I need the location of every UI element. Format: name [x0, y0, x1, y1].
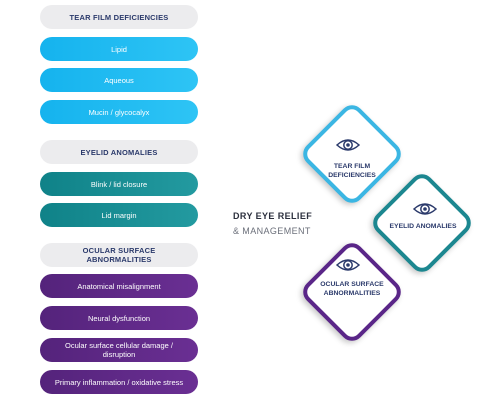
center-subtitle: & MANAGEMENT [233, 226, 311, 236]
tear-film-diamond-label: TEAR FILM DEFICIENCIES [328, 163, 376, 179]
aqueous-item: Aqueous [40, 68, 198, 92]
eye-icon [335, 259, 361, 271]
mucin-item: Mucin / glycocalyx [40, 100, 198, 124]
ocular-surface-header: OCULAR SURFACE ABNORMALITIES [40, 243, 198, 267]
cellular-damage-item: Ocular surface cellular damage / disrupt… [40, 338, 198, 362]
lipid-item: Lipid [40, 37, 198, 61]
eye-icon [335, 139, 361, 151]
anatomical-item: Anatomical misalignment [40, 274, 198, 298]
eyelid-diamond-label: EYELID ANOMALIES [389, 223, 457, 230]
center-title: DRY EYE RELIEF [233, 211, 313, 221]
eye-icon [412, 203, 438, 215]
inflammation-item: Primary inflammation / oxidative stress [40, 370, 198, 394]
blink-item: Blink / lid closure [40, 172, 198, 196]
tear-film-diamond [298, 100, 406, 208]
neural-item: Neural dysfunction [40, 306, 198, 330]
tear-film-header: TEAR FILM DEFICIENCIES [40, 5, 198, 29]
lid-margin-item: Lid margin [40, 203, 198, 227]
eyelid-header: EYELID ANOMALIES [40, 140, 198, 164]
ocular-surface-diamond-label: OCULAR SURFACE ABNORMALITIES [320, 281, 384, 297]
